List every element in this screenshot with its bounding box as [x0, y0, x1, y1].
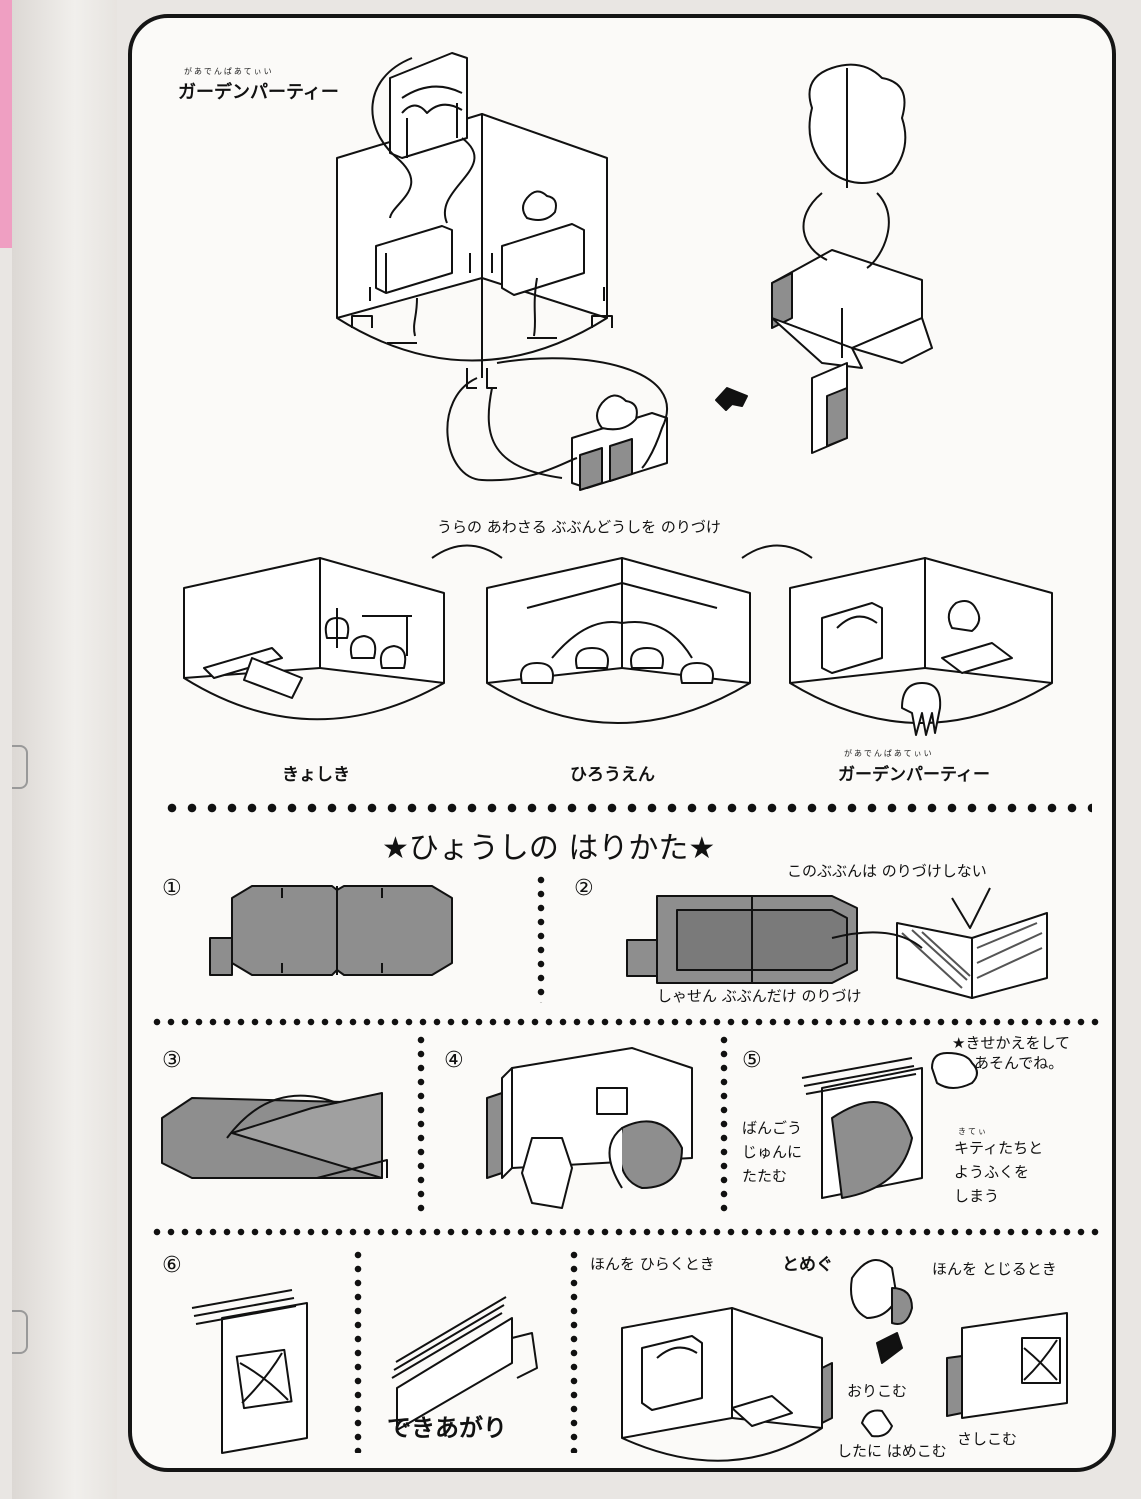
step1-cover-sheet	[209, 885, 453, 976]
step5-fold-line1: ばんごう	[742, 1119, 803, 1137]
cover-section-title: ★ひょうしの はりかた★	[382, 831, 716, 866]
finished-book	[391, 1296, 538, 1431]
divider-vertical-2	[417, 1033, 425, 1218]
scene-label-1: きょしき	[282, 765, 350, 785]
spine-mark-2	[12, 1310, 28, 1354]
scene-label-3-ruby: があでんぱあてぃい	[844, 749, 934, 758]
divider-row-3	[150, 1228, 1100, 1236]
scene-wedding-illustration	[183, 557, 445, 721]
step5-store	[801, 1052, 978, 1199]
divider-vertical-1	[537, 873, 545, 1003]
insert-label: さしこむ	[957, 1430, 1018, 1448]
scene-label-2: ひろうえん	[570, 765, 655, 785]
glue-instruction: うらの あわさる ぶぶんどうしを のりづけ	[437, 518, 721, 536]
step5-store-line2: ようふくを	[954, 1163, 1030, 1181]
step4-pockets	[486, 1047, 693, 1209]
step2-glue-sheet	[626, 887, 1048, 999]
divider-row-2	[150, 1018, 1100, 1026]
step-1-number: ①	[162, 876, 182, 901]
step-3-number: ③	[162, 1048, 182, 1073]
open-book-label: ほんを ひらくとき	[590, 1255, 715, 1273]
book-spine	[12, 0, 117, 1499]
step5-play-note: ★きせかえをして あそんでね。	[952, 1033, 1070, 1073]
garden-title-ruby: があでんぱあてぃい	[184, 67, 274, 76]
arch-piece	[389, 52, 468, 159]
step-4-number: ④	[444, 1048, 464, 1073]
step-6-number: ⑥	[162, 1253, 182, 1278]
step5-fold-note: ばんごう じゅんに たたむ	[742, 1116, 802, 1188]
step3-folding	[161, 1092, 388, 1179]
divider-vertical-4	[354, 1248, 362, 1453]
chair-piece	[771, 63, 933, 454]
open-book-assembly	[621, 1259, 913, 1462]
scene-label-3: ガーデンパーティー	[838, 765, 990, 785]
finished-label: できあがり	[387, 1414, 507, 1442]
fit-under-label: したに はめこむ	[837, 1442, 947, 1460]
step5-play-note-line2: あそんでね。	[974, 1054, 1064, 1072]
section-divider	[162, 803, 1092, 813]
step5-fold-line2: じゅんに	[742, 1143, 803, 1161]
step2-no-glue-note: このぶぶんは のりづけしない	[787, 862, 987, 880]
scene-garden-party-illustration	[789, 557, 1053, 736]
step5-fold-line3: たたむ	[742, 1167, 788, 1185]
fold-in-label: おりこむ	[847, 1382, 908, 1400]
assembly-illustrations	[161, 52, 1068, 1462]
down-left-arrow-icon	[715, 387, 748, 411]
divider-vertical-5	[570, 1248, 578, 1453]
step5-play-note-line1: ★きせかえをして	[952, 1034, 1070, 1052]
step-2-number: ②	[574, 876, 594, 901]
instruction-sheet: があでんぱあてぃい ガーデンパーティー	[128, 14, 1116, 1472]
close-book-label: ほんを とじるとき	[932, 1260, 1057, 1278]
closed-book-insert	[946, 1312, 1068, 1419]
clasp-label: とめぐ	[782, 1255, 833, 1275]
spine-mark-1	[12, 745, 28, 789]
step5-store-ruby: きてぃ	[958, 1127, 988, 1136]
step-5-number: ⑤	[742, 1048, 762, 1073]
scene-reception-illustration	[486, 557, 751, 724]
step5-store-note: キティたちと ようふくを しまう	[954, 1136, 1043, 1208]
pink-page-tab	[0, 0, 12, 248]
step2-glue-note: しゃせん ぶぶんだけ のりづけ	[657, 987, 862, 1005]
garden-title: ガーデンパーティー	[178, 82, 339, 103]
step5-store-line1: キティたちと	[954, 1139, 1044, 1157]
divider-vertical-3	[720, 1033, 728, 1218]
step5-store-line3: しまう	[954, 1187, 1000, 1205]
step6-closed-book	[191, 1289, 308, 1454]
